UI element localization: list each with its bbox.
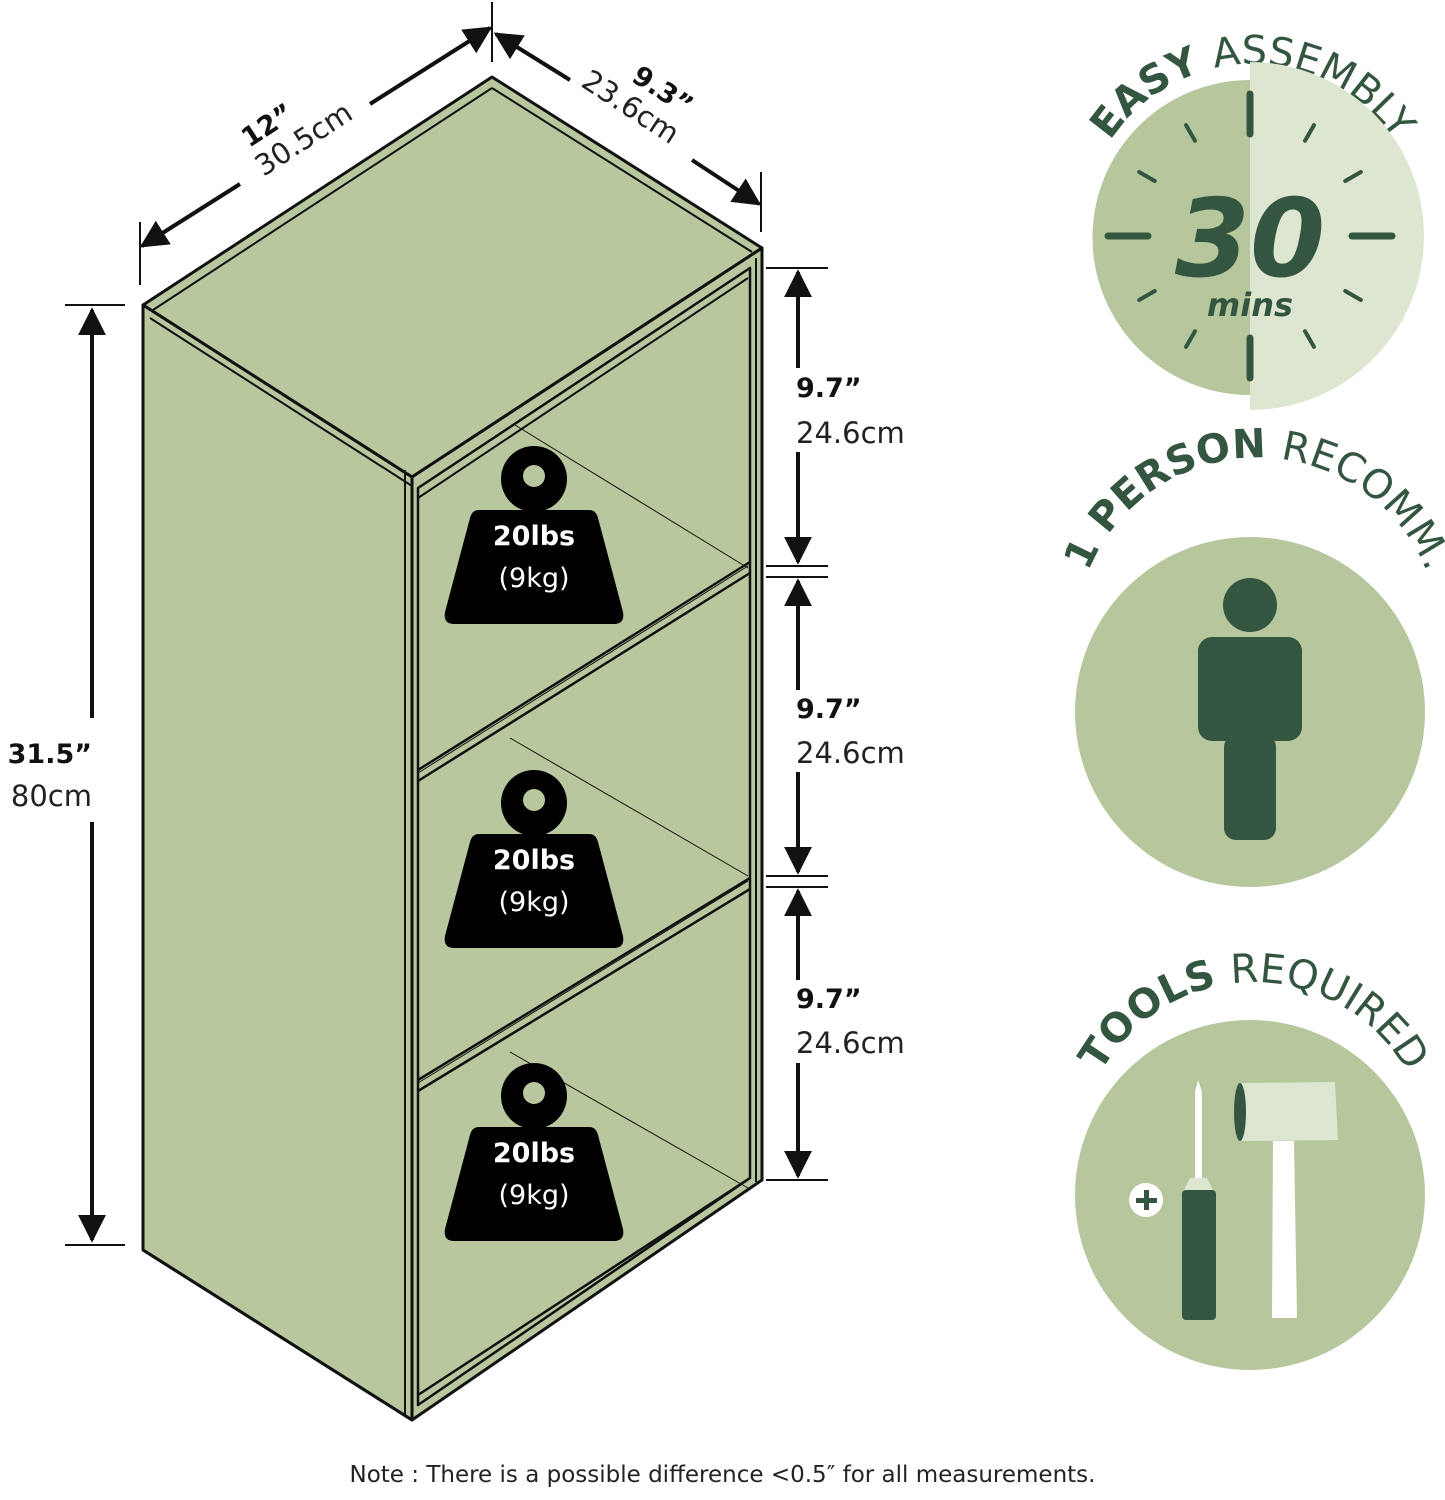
shelf-1-inches-label: 9.7” <box>796 373 862 404</box>
assembly-minutes-value: 30 <box>1175 177 1325 302</box>
shelf-3-cm-label: 24.6cm <box>796 1026 905 1060</box>
phillips-screw-icon <box>1129 1183 1163 1217</box>
weight-body <box>444 510 624 624</box>
one-person-badge: 1 PERSONRECOMM. <box>1055 421 1445 887</box>
width-arrow <box>368 26 493 106</box>
screwdriver-icon <box>1182 1080 1216 1320</box>
mallet-icon <box>1234 1082 1338 1318</box>
shelf-2-cm-label: 24.6cm <box>796 736 905 770</box>
shelf-2 <box>417 876 751 1093</box>
cabinet-side-face <box>141 303 414 1422</box>
weight-kg-label: (9kg) <box>498 887 569 918</box>
height-inches-label: 31.5” <box>8 739 92 770</box>
weight-lbs-label: 20lbs <box>493 845 575 876</box>
weight-lbs-label: 20lbs <box>493 521 575 552</box>
clock-right-half <box>1250 62 1424 410</box>
shelf-1 <box>417 560 751 783</box>
weight-handle-hole <box>523 1082 545 1104</box>
weight-body <box>444 834 624 948</box>
weight-limit-icon: 20lbs (9kg) <box>444 446 624 624</box>
dimension-lines <box>65 2 828 1246</box>
shelf-2-inches-label: 9.7” <box>796 694 862 725</box>
weight-handle-hole <box>523 789 545 811</box>
clock-tick <box>1343 289 1363 302</box>
weight-limit-icon: 20lbs (9kg) <box>444 770 624 948</box>
assembly-minutes-unit: mins <box>1207 286 1293 324</box>
clock-tick <box>1137 170 1157 183</box>
clock-tick <box>1137 289 1157 302</box>
clock-tick <box>1184 123 1197 143</box>
weight-kg-label: (9kg) <box>498 1180 569 1211</box>
weight-kg-label: (9kg) <box>498 563 569 594</box>
depth-arrow <box>493 32 572 82</box>
weight-handle-hole <box>523 465 545 487</box>
clock-icon <box>1104 90 1396 382</box>
weight-limit-icon: 20lbs (9kg) <box>444 1063 624 1241</box>
clock-tick <box>1303 123 1316 143</box>
clock-tick <box>1184 329 1197 349</box>
weight-lbs-label: 20lbs <box>493 1138 575 1169</box>
clock-tick <box>1343 170 1363 183</box>
weight-body <box>444 1127 624 1241</box>
shelf-1-cm-label: 24.6cm <box>796 416 905 450</box>
measurement-note: Note : There is a possible difference <0… <box>349 1462 1096 1488</box>
height-cm-label: 80cm <box>11 779 92 813</box>
shelf-3-inches-label: 9.7” <box>796 984 862 1015</box>
clock-tick <box>1303 329 1316 349</box>
person-icon <box>1198 578 1302 840</box>
clock-left-half <box>1092 80 1250 395</box>
